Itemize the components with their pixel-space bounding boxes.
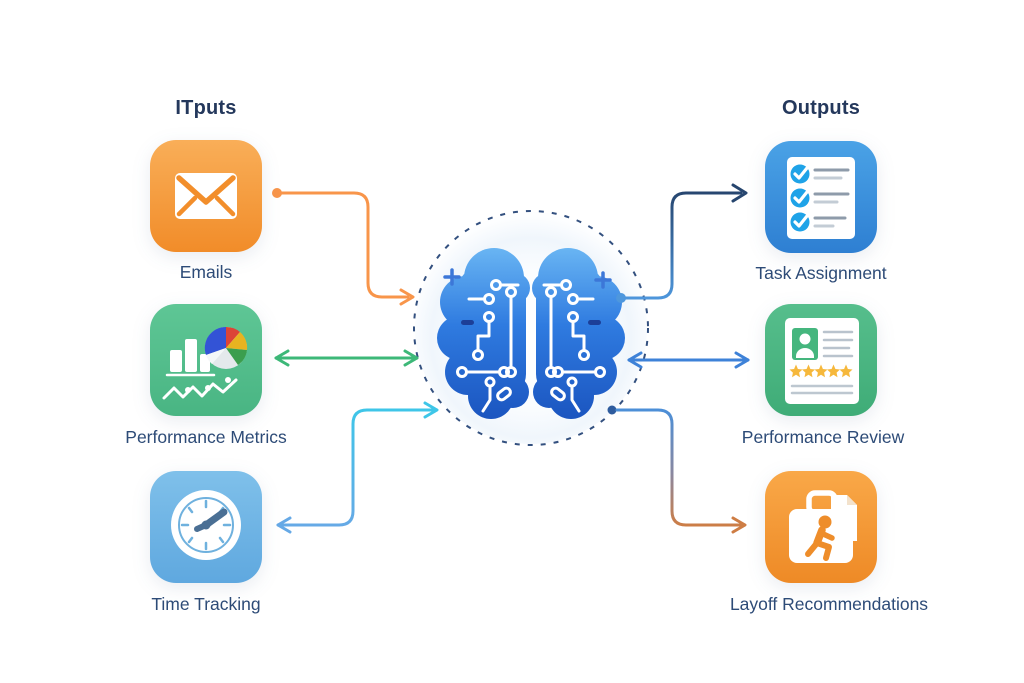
performance-metrics-label: Performance Metrics	[125, 427, 287, 447]
brain-plus-minus-marks	[443, 268, 612, 289]
running-person-glyph	[805, 515, 835, 561]
layoff-recommendations-label: Layoff Recommendations	[729, 594, 929, 614]
checklist-icon	[765, 141, 877, 253]
email-envelope-icon	[150, 140, 262, 252]
arrow-metrics-brain-bidirectional	[274, 349, 419, 367]
time-tracking-label: Time Tracking	[151, 594, 261, 614]
clock-icon	[150, 471, 262, 583]
checklist-rows	[790, 164, 850, 232]
review-stars-icon	[765, 304, 877, 416]
performance-review-label: Performance Review	[741, 427, 905, 447]
emails-label: Emails	[179, 262, 233, 282]
arrow-time-tracking-brain	[276, 401, 439, 534]
briefcase-exit-icon	[765, 471, 877, 583]
pie-chart-glyph	[204, 326, 248, 369]
task-assignment-label: Task Assignment	[755, 263, 887, 283]
arrow-emails-to-brain	[272, 188, 415, 306]
outputs-heading: Outputs	[781, 97, 861, 119]
arrow-brain-to-layoff	[607, 405, 747, 534]
five-stars	[789, 364, 853, 378]
arrow-brain-review-bidirectional	[627, 351, 750, 369]
inputs-heading: ITputs	[175, 97, 237, 119]
arrow-brain-to-task-assignment	[616, 183, 748, 303]
ai-brain-circuit-icon	[437, 248, 625, 419]
charts-metrics-icon	[150, 304, 262, 416]
